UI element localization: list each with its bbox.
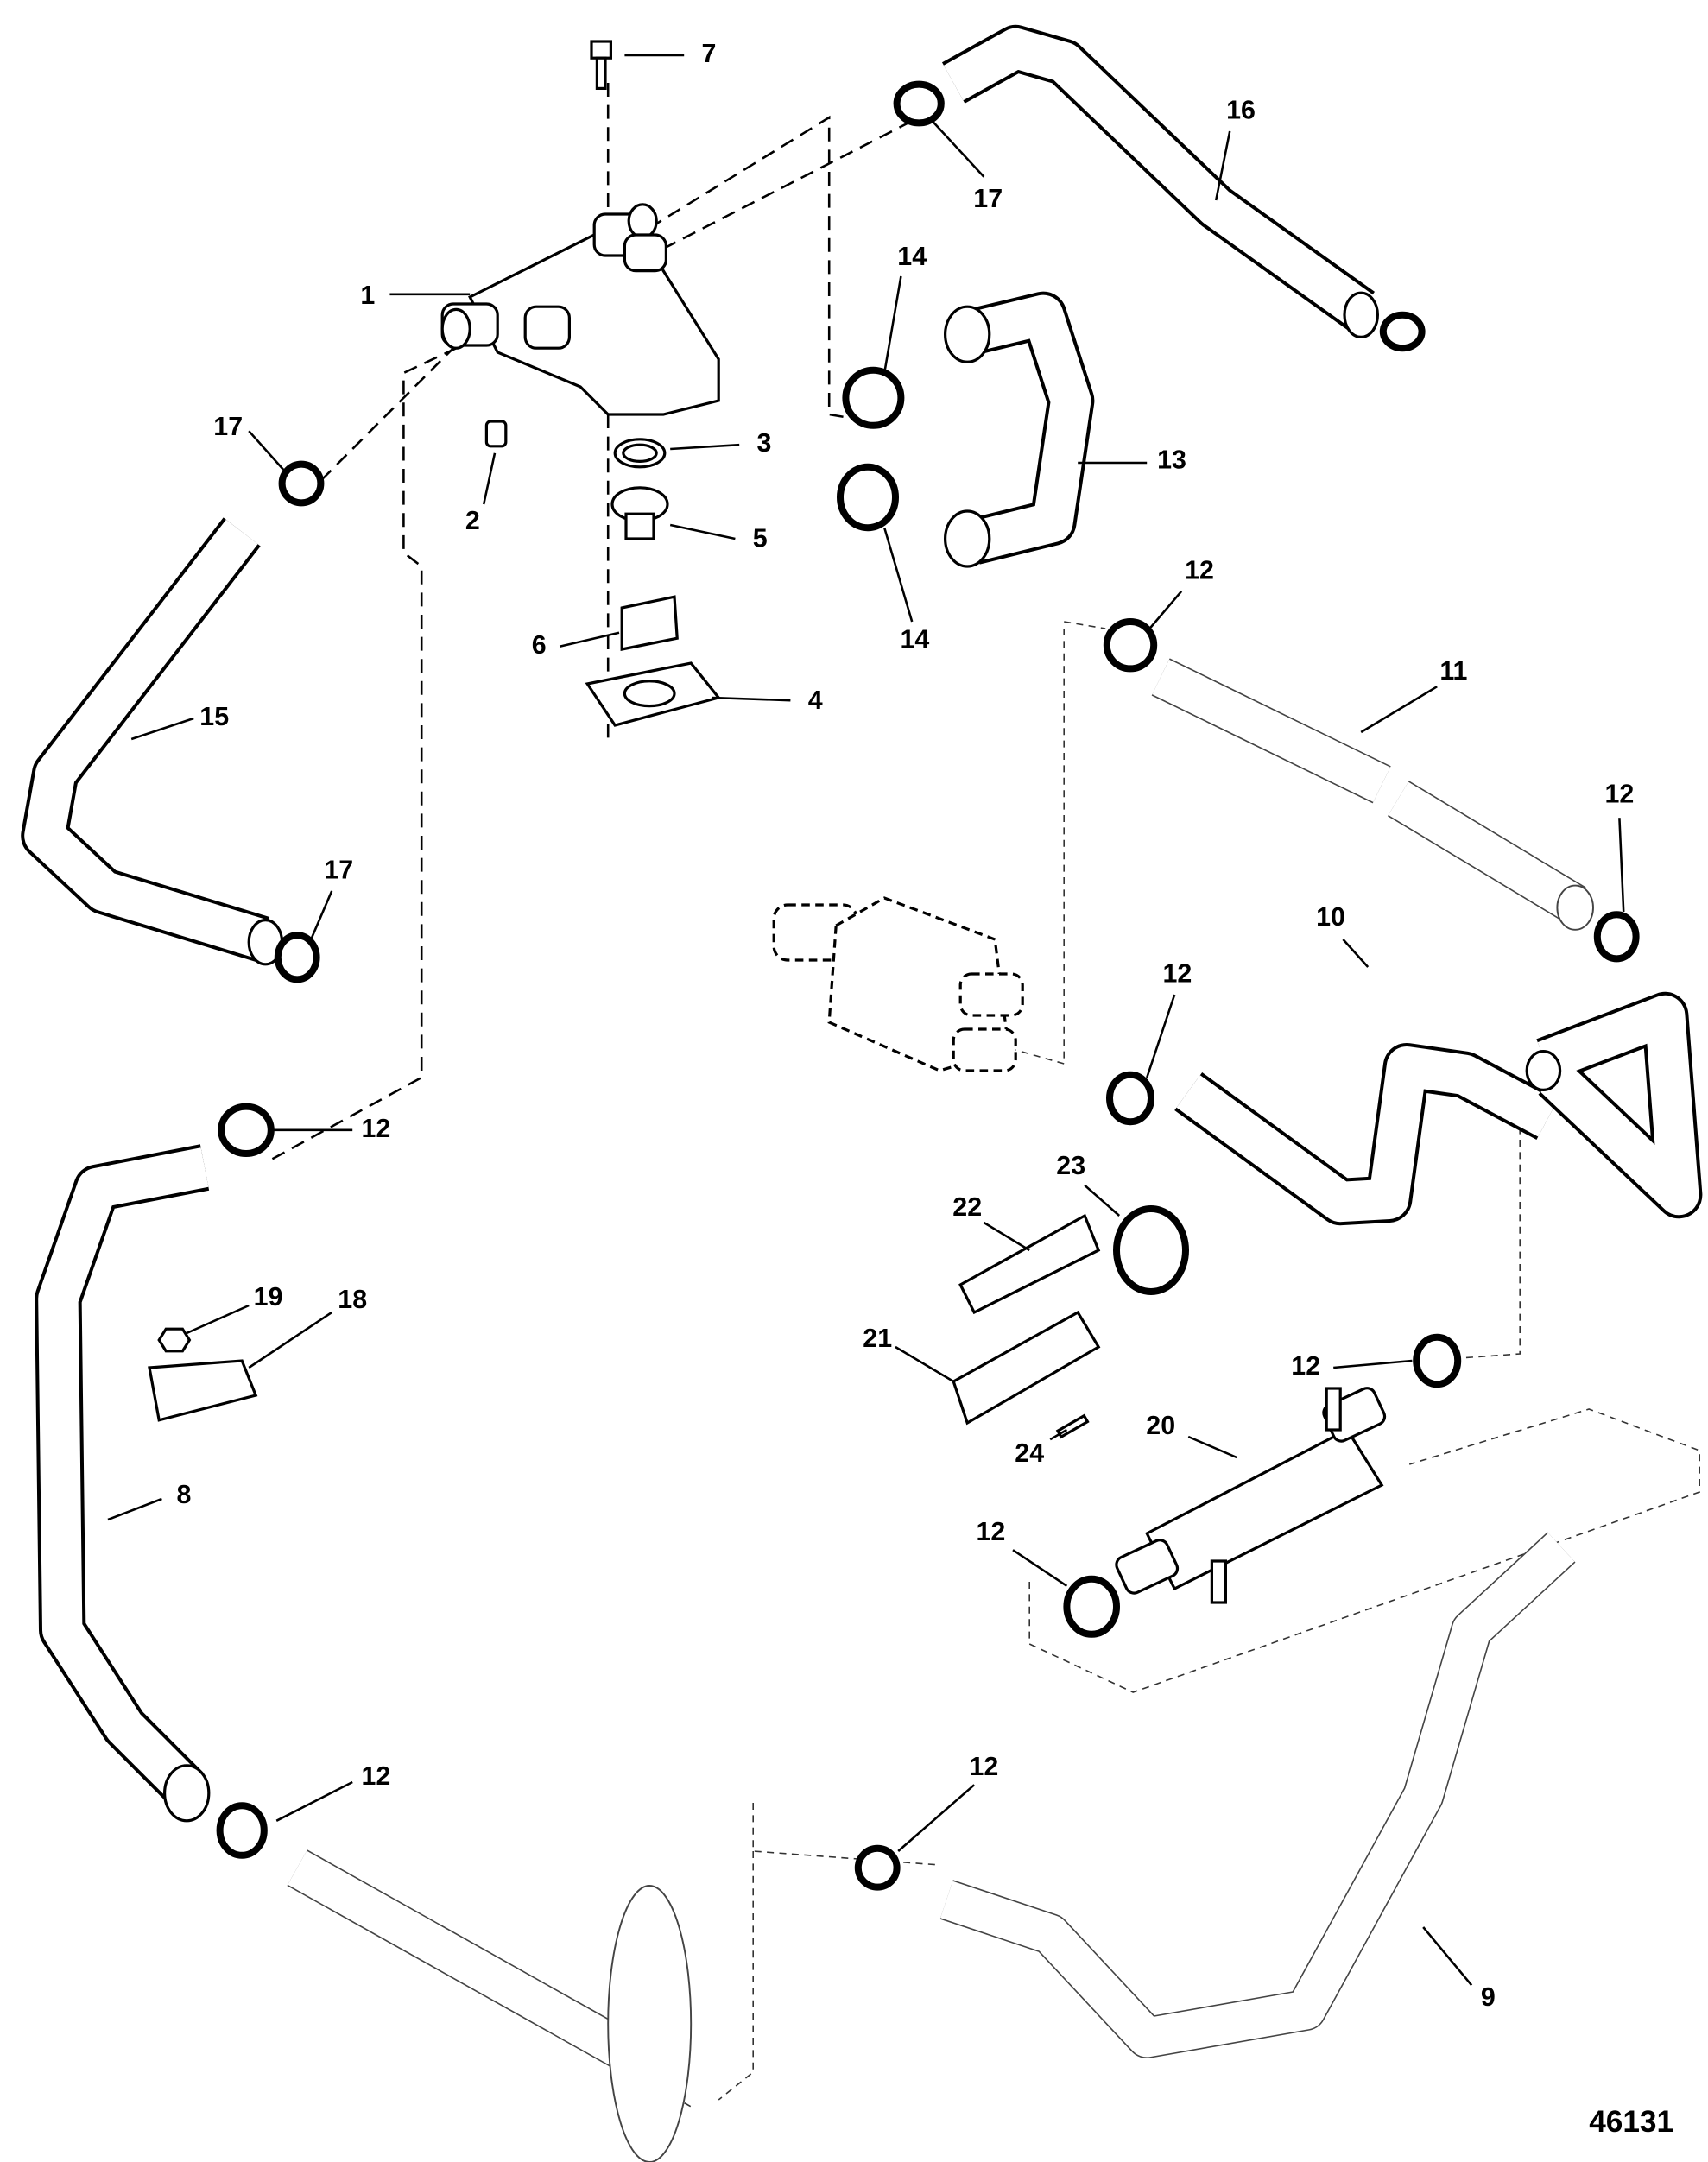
callout: 12: [969, 1752, 998, 1781]
callout: 13: [1157, 445, 1186, 474]
seawater-pump: [772, 896, 1024, 1072]
callout: 10: [1316, 902, 1345, 932]
callout: 14: [900, 624, 929, 654]
nut-19: [157, 1327, 192, 1353]
plug-2: [484, 420, 508, 448]
callout: 24: [1015, 1438, 1044, 1468]
gasket-3: [613, 438, 667, 469]
callout: 8: [177, 1480, 192, 1509]
callout: 12: [1604, 780, 1634, 809]
callout: 11: [1439, 656, 1467, 686]
callout: 2: [465, 506, 480, 535]
callout: 12: [1291, 1351, 1320, 1381]
shield-22: [958, 1213, 1101, 1315]
callout: 14: [897, 242, 927, 271]
hose-9: [939, 1532, 1576, 2058]
callout: 17: [324, 856, 353, 885]
figure-number: 46131: [1589, 2105, 1673, 2139]
hose-13: [944, 291, 1095, 568]
callout: 5: [753, 524, 768, 553]
callout: 21: [863, 1324, 892, 1353]
thermostat-5: [610, 486, 669, 540]
callout: 22: [952, 1192, 982, 1222]
callout: 7: [702, 39, 717, 68]
clamps: [216, 80, 1640, 1891]
leader-lines: [107, 54, 1625, 1987]
thermostat-housing: [440, 203, 720, 416]
callout: 12: [976, 1517, 1005, 1546]
bottom-pipe: [287, 1849, 693, 2162]
hose-10: [1174, 991, 1703, 1226]
callout: 12: [361, 1114, 390, 1143]
callout: 17: [213, 412, 243, 441]
callout: 1: [360, 281, 375, 310]
bolt-7: [590, 40, 612, 91]
callout: 17: [973, 184, 1003, 213]
shield-21: [952, 1310, 1101, 1426]
callout: 16: [1226, 96, 1256, 125]
callout: 3: [757, 428, 772, 458]
callout: 6: [532, 630, 547, 660]
callout: 18: [338, 1285, 367, 1314]
callout: 15: [199, 702, 229, 731]
callout: 20: [1146, 1411, 1175, 1440]
callout: 12: [361, 1761, 390, 1791]
callout: 12: [1185, 555, 1214, 585]
sleeve-6: [620, 595, 679, 651]
callout: 23: [1056, 1151, 1085, 1180]
hose-16: [941, 24, 1379, 338]
callout: 4: [808, 686, 823, 715]
callout: 12: [1162, 959, 1192, 989]
callout: 19: [254, 1282, 283, 1312]
heat-exchanger-20: [1115, 1387, 1387, 1604]
callout: 9: [1481, 1982, 1496, 2012]
hose-11: [1151, 658, 1594, 931]
bracket-18: [148, 1359, 258, 1422]
callouts: 7 1 17 2 3 5 6 4 15 17 12 19 18 8 16 17 …: [177, 39, 1635, 2012]
hose-15: [21, 517, 284, 966]
hose-8: [35, 1144, 211, 1823]
gasket-4: [585, 661, 721, 727]
